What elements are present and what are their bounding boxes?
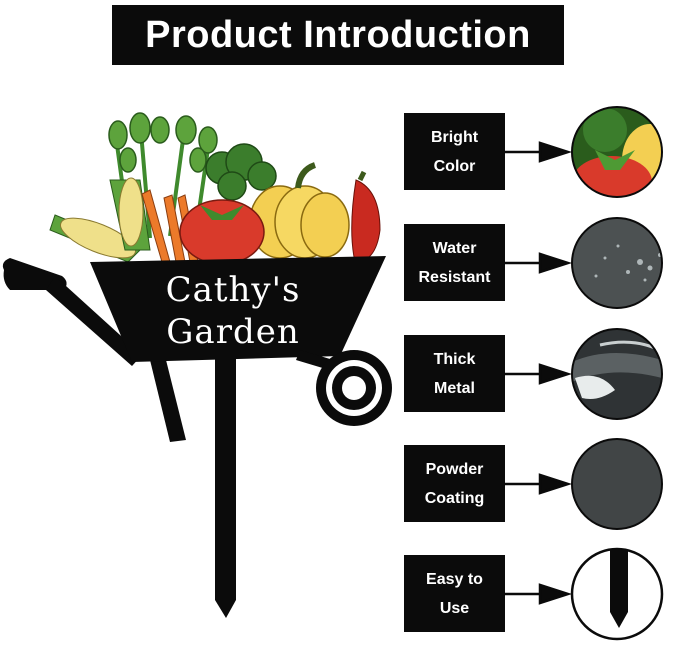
feature-powder-coating: Powder Coating	[404, 445, 505, 522]
feature-label-line1: Powder	[425, 460, 484, 478]
feature-label-line1: Bright	[430, 128, 479, 146]
feature-label-line2: Color	[433, 157, 476, 175]
vegetables-icon	[49, 112, 381, 265]
stake-tip-icon	[570, 547, 664, 641]
sign-name-line2: Garden	[166, 312, 300, 352]
arrows	[505, 141, 573, 605]
wheelbarrow-sign	[2, 256, 392, 618]
feature-bright-color: Bright Color	[404, 113, 505, 190]
vegetables-closeup-icon	[571, 106, 663, 198]
feature-label-line1: Easy to	[426, 570, 483, 588]
metal-edge-icon	[571, 328, 663, 420]
feature-easy-to-use: Easy to Use	[404, 555, 505, 632]
powder-texture-icon	[571, 438, 663, 530]
feature-label-line1: Thick	[433, 350, 476, 368]
feature-thick-metal: Thick Metal	[404, 335, 505, 412]
feature-label-line2: Resistant	[418, 268, 491, 286]
feature-label-line2: Coating	[424, 489, 485, 507]
water-droplets-icon	[571, 217, 663, 309]
page-title: Product Introduction	[112, 5, 564, 65]
feature-label-line2: Metal	[434, 379, 475, 397]
feature-water-resistant: Water Resistant	[404, 224, 505, 301]
sign-name-line1: Cathy's	[165, 270, 301, 310]
feature-label-line1: Water	[432, 239, 477, 257]
feature-label-line2: Use	[439, 599, 470, 617]
